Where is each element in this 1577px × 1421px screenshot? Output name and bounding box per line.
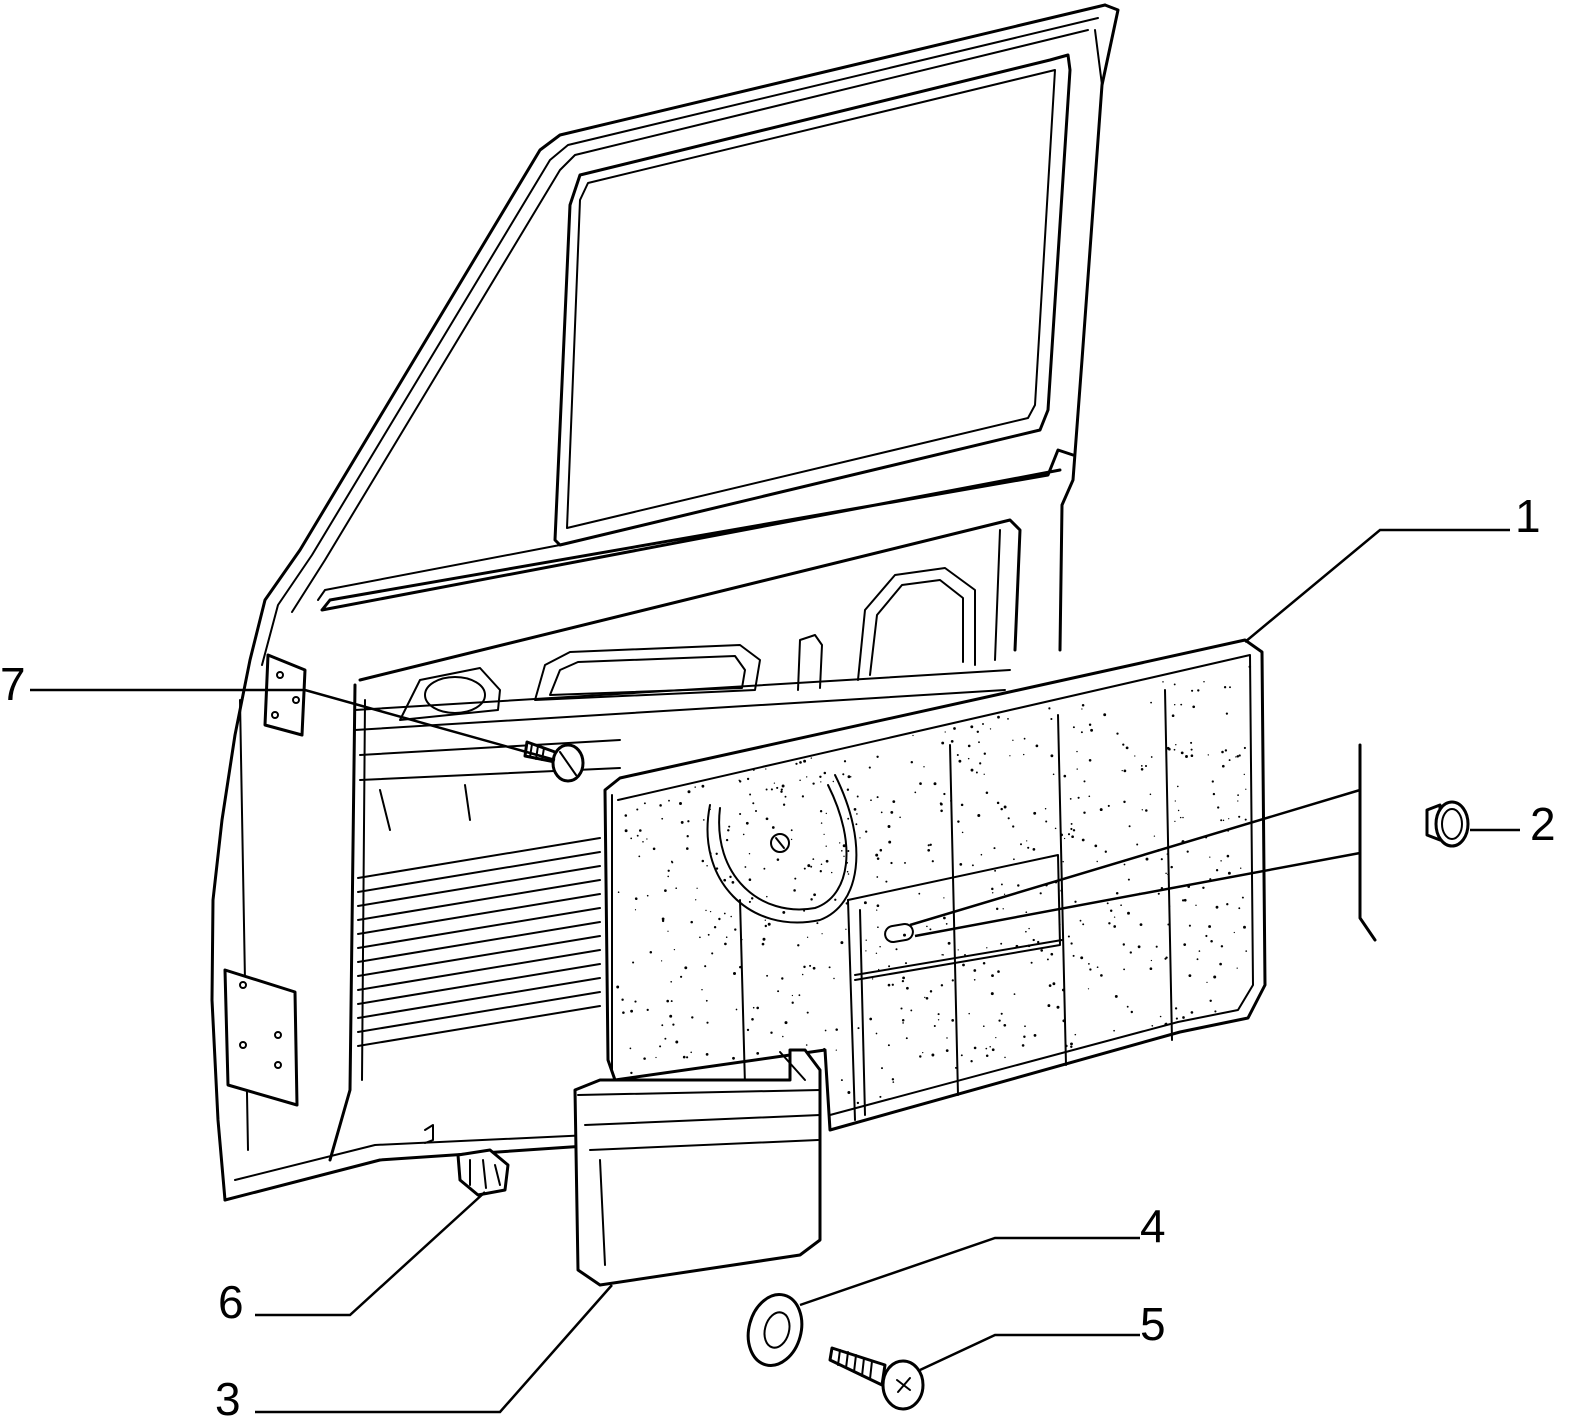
leader-3	[255, 1284, 613, 1414]
trim-clip-part-7	[523, 740, 585, 783]
trim-clip-part-6	[456, 1148, 510, 1197]
callout-3: 3	[215, 1373, 241, 1421]
callout-6: 6	[218, 1276, 244, 1328]
leader-2-slot-a	[909, 788, 1361, 927]
leader-2-slot-b	[914, 851, 1361, 938]
callout-2: 2	[1530, 798, 1556, 850]
callout-7: 7	[0, 658, 26, 710]
leader-1	[1244, 528, 1510, 643]
leader-4	[799, 1236, 1140, 1307]
leader-lines	[30, 528, 1520, 1414]
leader-7	[30, 688, 556, 762]
door-louvres	[357, 837, 601, 1047]
trim-clip-part-2	[1425, 800, 1470, 848]
screw-part-5	[828, 1346, 925, 1411]
callout-1: 1	[1515, 490, 1541, 542]
callout-5: 5	[1140, 1298, 1166, 1350]
callout-labels: 1 2 3 4 5 6 7	[0, 490, 1556, 1421]
detail-bracket	[1358, 743, 1377, 942]
door-pocket	[573, 1048, 822, 1287]
door-trim-panel	[603, 638, 1267, 1132]
door-frame	[210, 3, 1120, 1202]
callout-4: 4	[1140, 1200, 1166, 1252]
leader-6	[255, 1191, 486, 1317]
washer-part-4	[746, 1293, 804, 1367]
leader-5	[919, 1333, 1140, 1372]
